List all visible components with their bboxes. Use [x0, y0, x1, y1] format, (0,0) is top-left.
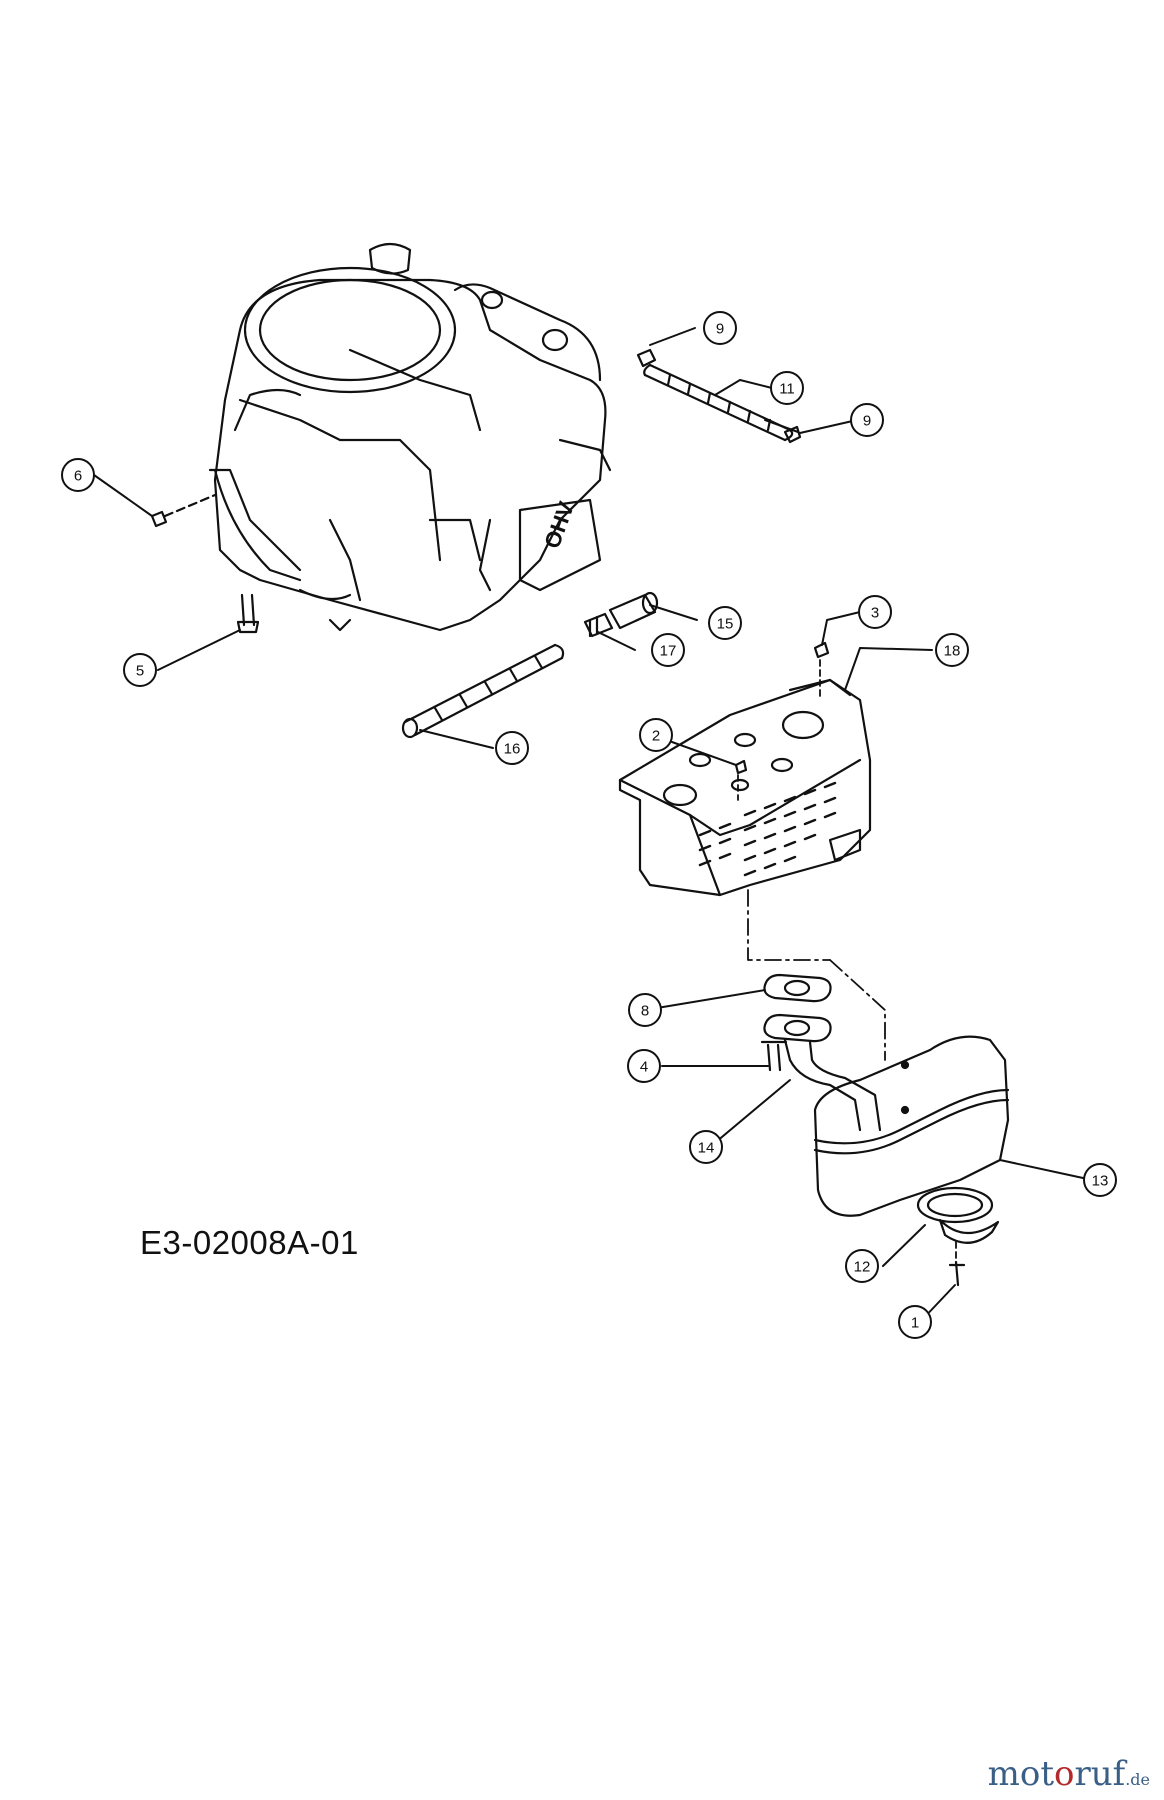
part-9-clamp-a: [636, 348, 657, 368]
svg-text:18: 18: [944, 643, 961, 660]
watermark-logo: motoruf.de: [987, 1754, 1150, 1794]
part-6-nut: [150, 510, 168, 528]
svg-text:1: 1: [911, 1315, 919, 1332]
part-14-exhaust-pipe: [763, 1013, 882, 1132]
callout-18: 18: [935, 633, 969, 667]
callout-15: 15: [708, 606, 742, 640]
svg-text:2: 2: [652, 728, 660, 745]
callout-8: 8: [628, 993, 662, 1027]
part-8-gasket: [763, 973, 832, 1003]
part-12-deflector: [916, 1186, 1000, 1244]
callout-13: 13: [1083, 1163, 1117, 1197]
callout-14: 14: [689, 1130, 723, 1164]
callout-16: 16: [495, 731, 529, 765]
svg-text:3: 3: [871, 605, 879, 622]
part-9-clamp-b: [783, 425, 802, 444]
callout-9-bottom: 9: [850, 403, 884, 437]
svg-text:12: 12: [854, 1259, 871, 1276]
callout-6: 6: [61, 458, 95, 492]
part-5-bolt: [236, 593, 260, 634]
engine-illustration: OHV: [208, 242, 612, 632]
diagram-code: E3-02008A-01: [140, 1224, 359, 1261]
svg-text:9: 9: [863, 413, 871, 430]
part-17-valve: [583, 612, 614, 638]
svg-text:16: 16: [504, 741, 521, 758]
svg-text:9: 9: [716, 321, 724, 338]
part-2-screw: [734, 759, 748, 775]
svg-text:14: 14: [698, 1140, 715, 1157]
svg-text:5: 5: [136, 663, 144, 680]
svg-text:15: 15: [717, 616, 734, 633]
part-4-bolt: [760, 1040, 788, 1072]
callout-4: 4: [627, 1049, 661, 1083]
callout-1: 1: [898, 1305, 932, 1339]
callout-11: 11: [770, 371, 804, 405]
callout-12: 12: [845, 1249, 879, 1283]
callout-3: 3: [858, 595, 892, 629]
callout-17: 17: [651, 633, 685, 667]
part-1-screw: [948, 1260, 966, 1287]
svg-text:4: 4: [640, 1059, 648, 1076]
svg-text:6: 6: [74, 468, 82, 485]
svg-text:8: 8: [641, 1003, 649, 1020]
callout-2: 2: [639, 718, 673, 752]
part-18-heat-shield: [618, 678, 872, 897]
callout-5: 5: [123, 653, 157, 687]
part-13-muffler: [813, 1035, 1010, 1217]
svg-text:17: 17: [660, 643, 677, 660]
part-16-tube: [401, 643, 565, 739]
part-15-fitting: [608, 591, 659, 630]
svg-text:13: 13: [1092, 1173, 1109, 1190]
callout-9-top: 9: [703, 311, 737, 345]
svg-text:11: 11: [779, 381, 795, 398]
part-11-tube: [643, 363, 794, 442]
